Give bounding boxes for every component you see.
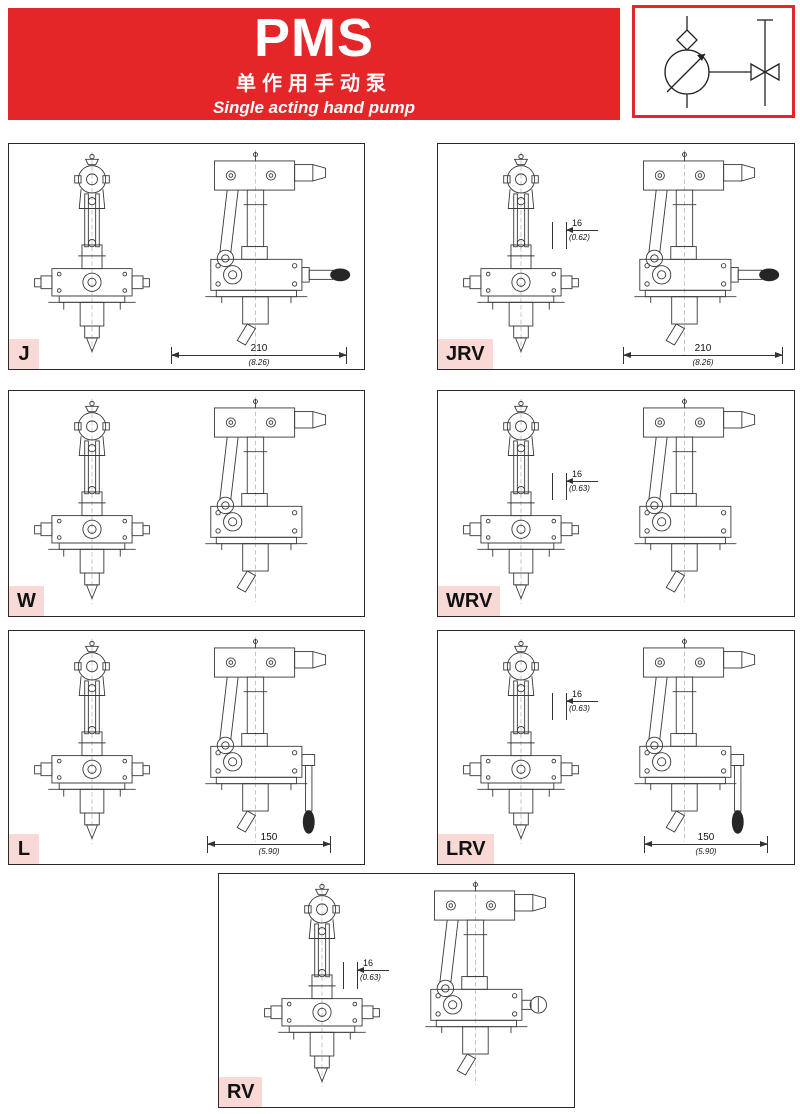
dim-mm-value: 210 <box>694 343 712 354</box>
panel-label-w: W <box>9 586 44 616</box>
offset-dimension: 16 (0.63) <box>546 467 604 503</box>
witness-line <box>357 962 358 989</box>
pump-front-icon <box>34 152 150 357</box>
offset-dimension: 16 (0.63) <box>337 956 395 992</box>
offset-dimension: 16 (0.63) <box>546 687 604 723</box>
side-view-drawing <box>596 637 782 842</box>
witness-line <box>566 473 567 500</box>
witness-line <box>552 693 553 720</box>
side-view-drawing <box>167 150 353 355</box>
dim-inch-value: (0.63) <box>569 704 590 713</box>
pump-side-vertical-lever-icon <box>167 637 353 842</box>
dim-inch-value: (0.62) <box>569 233 590 242</box>
dim-mm-value: 16 <box>572 218 583 228</box>
panel-l: 150 (5.90) L <box>8 630 365 865</box>
hand-pump-circuit-icon <box>663 15 780 108</box>
panel-label-j: J <box>9 339 39 369</box>
panel-w: W <box>8 390 365 617</box>
header-banner: PMS 单作用手动泵 Single acting hand pump <box>8 8 620 120</box>
width-dimension: 210 (8.26) <box>623 342 783 370</box>
dim-mm-value: 16 <box>363 958 374 968</box>
pump-side-lever-icon <box>596 150 782 355</box>
subtitle-chinese: 单作用手动泵 <box>236 72 392 95</box>
panel-jrv: 16 (0.62) 210 (8.26) JRV <box>437 143 795 370</box>
pump-side-knob-icon <box>387 880 573 1085</box>
dim-inch-value: (0.63) <box>360 973 381 982</box>
subtitle-english: Single acting hand pump <box>212 97 416 117</box>
panel-lrv: 16 (0.63) 150 (5.90) LRV <box>437 630 795 865</box>
dim-mm-value: 150 <box>697 832 715 843</box>
dimension-arrow <box>566 698 598 704</box>
front-view-drawing <box>29 152 155 357</box>
dim-mm-value: 210 <box>250 343 268 354</box>
width-dimension: 210 (8.26) <box>171 342 347 370</box>
panel-label-l: L <box>9 834 39 864</box>
side-view-drawing <box>596 150 782 355</box>
dimension-arrow <box>566 478 598 484</box>
side-view-drawing <box>167 397 353 602</box>
offset-dimension: 16 (0.62) <box>546 216 604 252</box>
pump-front-icon <box>463 152 579 357</box>
witness-line <box>566 693 567 720</box>
hydraulic-schematic-box <box>632 5 795 118</box>
panel-label-jrv: JRV <box>438 339 493 369</box>
side-view-drawing <box>167 637 353 842</box>
panel-j: 210 (8.26) J <box>8 143 365 370</box>
side-view-drawing <box>387 880 573 1085</box>
dimension-line <box>623 352 783 358</box>
width-dimension: 150 (5.90) <box>644 831 768 859</box>
dim-inch-value: (8.26) <box>248 358 270 367</box>
width-dimension: 150 (5.90) <box>207 831 331 859</box>
dim-inch-value: (8.26) <box>692 358 714 367</box>
witness-line <box>566 222 567 249</box>
witness-line <box>343 962 344 989</box>
panel-label-rv: RV <box>219 1077 263 1107</box>
panel-label-lrv: LRV <box>438 834 494 864</box>
witness-line <box>552 473 553 500</box>
dim-inch-value: (0.63) <box>569 484 590 493</box>
side-view-drawing <box>596 397 782 602</box>
panel-rv: 16 (0.63) RV <box>218 873 575 1108</box>
pump-side-icon <box>596 397 782 602</box>
panel-label-wrv: WRV <box>438 586 501 616</box>
pump-front-icon <box>463 639 579 844</box>
pump-front-icon <box>34 639 150 844</box>
dimension-line <box>644 841 768 847</box>
dim-mm-value: 150 <box>260 832 278 843</box>
dimension-line <box>207 841 331 847</box>
dimension-arrow <box>566 227 598 233</box>
pump-side-lever-icon <box>167 150 353 355</box>
dim-inch-value: (5.90) <box>258 847 280 856</box>
pump-side-vertical-lever-icon <box>596 637 782 842</box>
dimension-line <box>171 352 347 358</box>
product-title: PMS <box>253 7 375 68</box>
front-view-drawing <box>29 399 155 604</box>
dimension-arrow <box>357 967 389 973</box>
panel-wrv: 16 (0.63) WRV <box>437 390 795 617</box>
witness-line <box>552 222 553 249</box>
dim-mm-value: 16 <box>572 469 583 479</box>
front-view-drawing <box>458 152 584 357</box>
pump-front-icon <box>34 399 150 604</box>
dim-mm-value: 16 <box>572 689 583 699</box>
front-view-drawing <box>458 639 584 844</box>
pump-side-icon <box>167 397 353 602</box>
dim-inch-value: (5.90) <box>695 847 717 856</box>
front-view-drawing <box>29 639 155 844</box>
